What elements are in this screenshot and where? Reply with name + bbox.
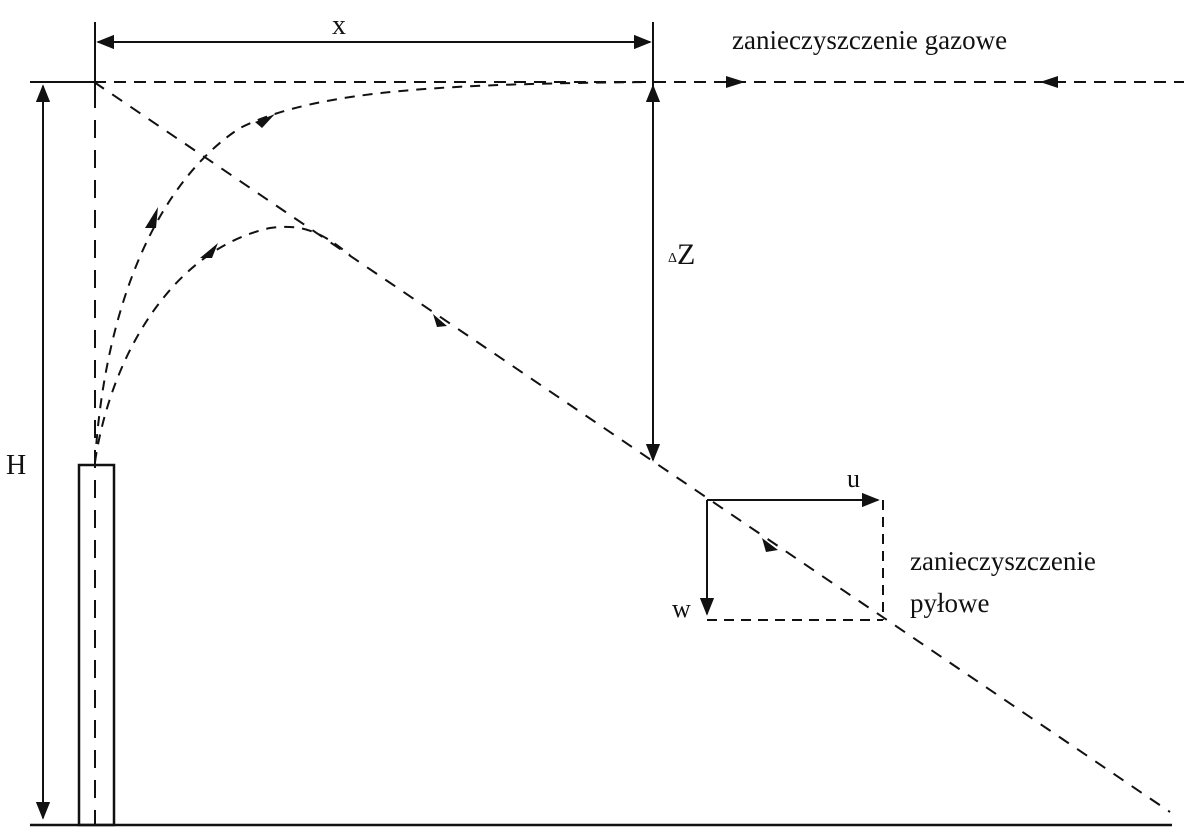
dust-pollution-label-line2: pyłowe xyxy=(910,588,990,618)
horizontal-direction-arrow-1 xyxy=(726,76,745,88)
dust-plume-trajectory xyxy=(94,225,351,463)
gas-pollution-label: zanieczyszczenie gazowe xyxy=(732,25,1008,55)
dust-plume-direction-arrow xyxy=(200,243,218,258)
gas-plume-trajectory xyxy=(94,81,651,463)
dust-fall-diagonal xyxy=(93,81,1171,813)
delta-z-letter: Z xyxy=(677,238,696,271)
delta-symbol: Δ xyxy=(668,251,678,266)
dust-pollution-label-line1: zanieczyszczenie xyxy=(910,546,1096,576)
gas-plume-direction-arrow-top xyxy=(255,114,275,128)
diagonal-direction-arrow-2 xyxy=(762,538,778,552)
diagonal-direction-arrow-1 xyxy=(433,314,447,327)
w-velocity-label: w xyxy=(672,594,691,623)
height-label: H xyxy=(6,450,27,481)
stack xyxy=(77,463,116,827)
gas-plume-direction-arrow xyxy=(145,207,158,228)
u-velocity-label: u xyxy=(847,464,860,493)
horizontal-direction-arrow-2 xyxy=(1040,76,1058,88)
delta-z-label: ΔZ xyxy=(668,240,695,270)
x-distance-label: x xyxy=(332,10,346,41)
